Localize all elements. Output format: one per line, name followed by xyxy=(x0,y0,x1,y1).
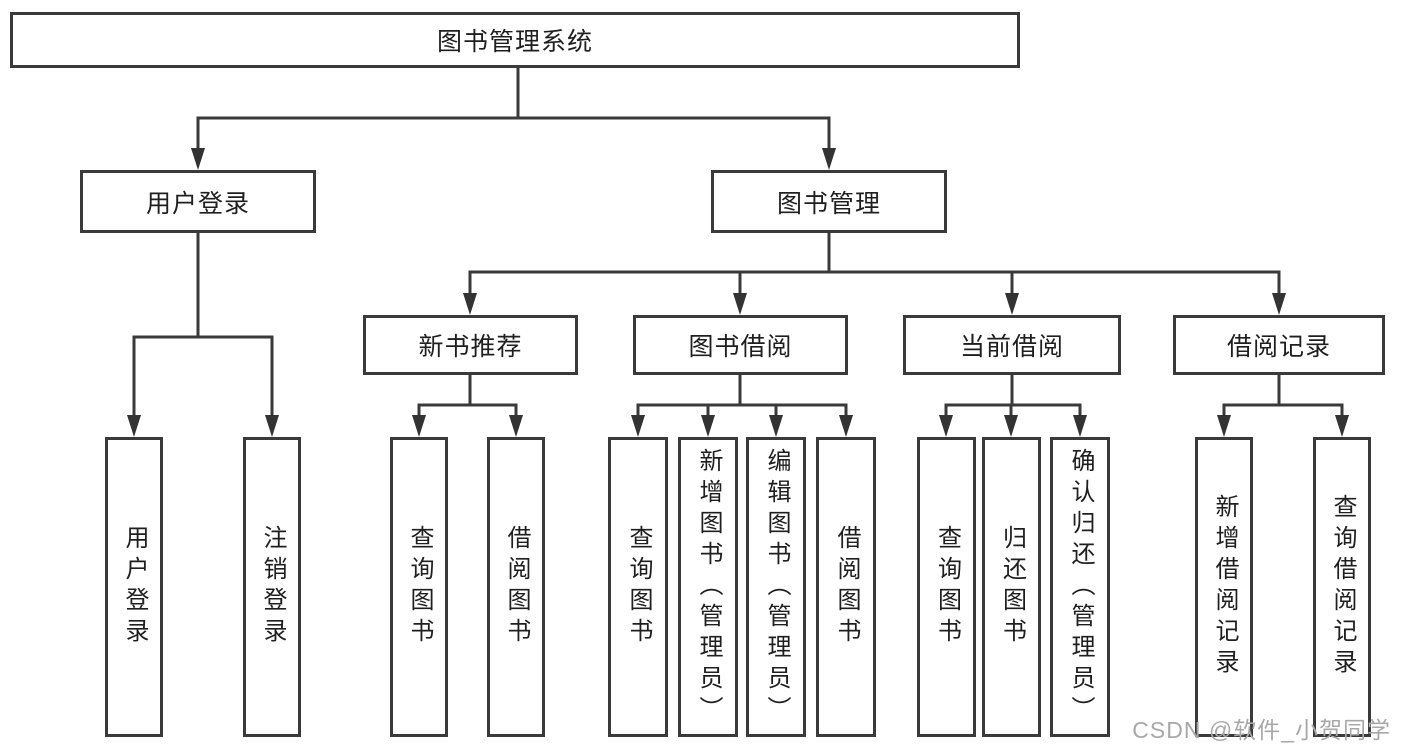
node-user-login: 用户登录 xyxy=(80,170,316,233)
node-current-borrowing: 当前借阅 xyxy=(903,315,1121,375)
leaf-query-books: 查询图书 xyxy=(917,437,976,737)
leaf-borrow-books: 借阅图书 xyxy=(487,437,545,737)
edge-book-mgmt-children xyxy=(463,231,1286,315)
leaf-query-borrow-record: 查询借阅记录 xyxy=(1313,437,1371,737)
leaf-confirm-return-admin: 确认归还（管理员） xyxy=(1050,437,1110,737)
leaf-add-borrow-record: 新增借阅记录 xyxy=(1195,437,1253,737)
leaf-borrow-books: 借阅图书 xyxy=(816,437,876,737)
leaf-logout: 注销登录 xyxy=(243,437,301,737)
leaf-add-books-admin: 新增图书（管理员） xyxy=(678,437,738,737)
edge-new-book-children xyxy=(412,373,523,437)
node-book-borrowing: 图书借阅 xyxy=(633,315,848,375)
edge-user-login-children xyxy=(127,231,279,437)
leaf-user-login: 用户登录 xyxy=(105,437,163,737)
leaf-edit-books-admin: 编辑图书（管理员） xyxy=(746,437,806,737)
csdn-watermark: CSDN @软件_小贺同学 xyxy=(1132,717,1391,743)
leaf-query-books: 查询图书 xyxy=(608,437,668,737)
edge-root-to-level2 xyxy=(191,66,836,170)
node-book-management: 图书管理 xyxy=(711,170,947,233)
edge-current-borrow-children xyxy=(939,373,1087,437)
leaf-return-books: 归还图书 xyxy=(982,437,1041,737)
edge-book-borrow-children xyxy=(631,373,853,437)
node-library-management-system: 图书管理系统 xyxy=(10,12,1020,68)
node-borrow-records: 借阅记录 xyxy=(1173,315,1385,375)
leaf-query-books: 查询图书 xyxy=(390,437,448,737)
node-new-book-recommend: 新书推荐 xyxy=(363,315,578,375)
edge-borrow-records-children xyxy=(1217,373,1349,437)
